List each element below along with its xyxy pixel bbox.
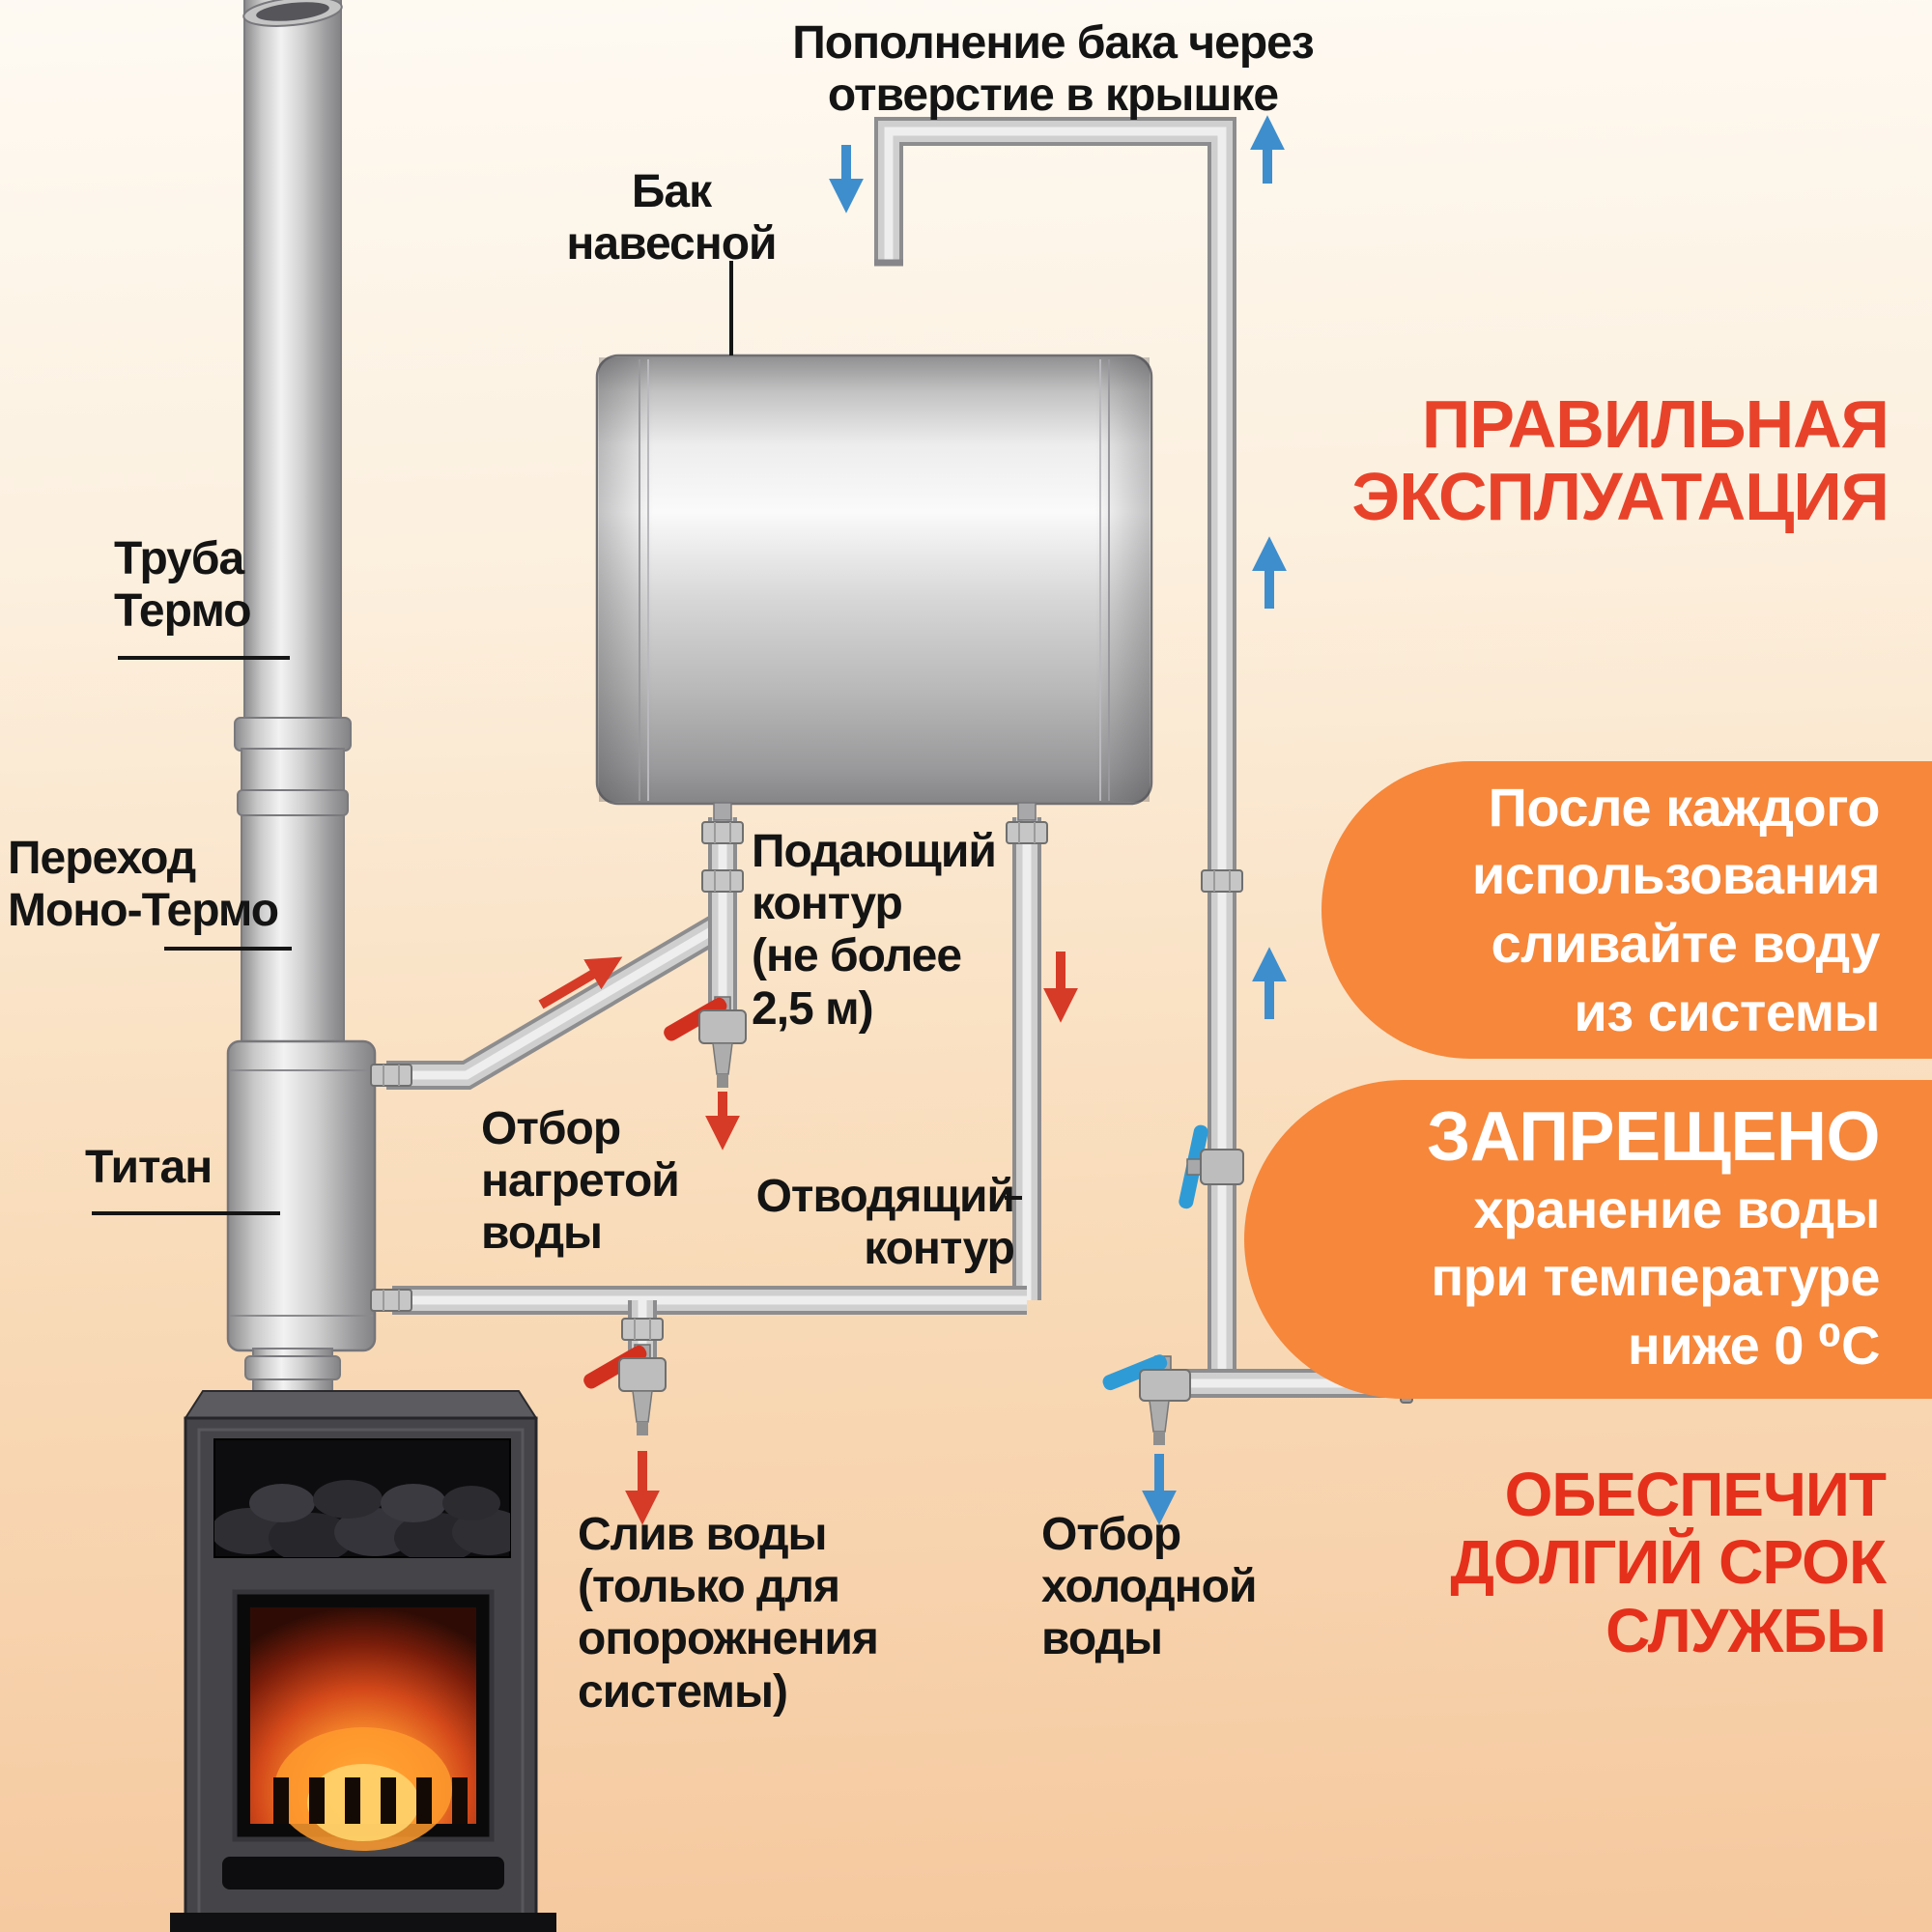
label-hot-water: Отбор нагретой воды [481, 1103, 680, 1260]
hanging-water-tank [595, 354, 1153, 821]
label-drain: Слив воды (только для опорожнения систем… [578, 1509, 879, 1718]
label-cold-water: Отбор холодной воды [1041, 1509, 1257, 1665]
drain-valve [583, 1344, 667, 1435]
grate-teeth [273, 1777, 468, 1824]
footer-long-service-life: ОБЕСПЕЧИТ ДОЛГИЙ СРОК СЛУЖБЫ [1450, 1460, 1887, 1665]
stove-stone-window [213, 1438, 511, 1558]
hot-flow-arrow-up [538, 956, 623, 1009]
label-tank: Бак навесной [566, 166, 777, 270]
tank-supply-fitting [713, 802, 732, 821]
leader-lines [92, 261, 1022, 1215]
chimney-opening [242, 0, 343, 27]
heading-correct-operation: ПРАВИЛЬНАЯ ЭКСПЛУАТАЦИЯ [1351, 386, 1889, 534]
stove-base [170, 1913, 556, 1932]
tank-return-fitting [1017, 802, 1037, 821]
label-titan: Титан [85, 1142, 213, 1193]
chimney-pipe [234, 0, 352, 1047]
label-chimney: Труба Термо [114, 533, 252, 638]
tip-bubble-text: После каждого использования сливайте вод… [1471, 776, 1881, 1042]
label-supply-circuit: Подающий контур (не более 2,5 м) [752, 826, 997, 1035]
ash-drawer-slot [222, 1857, 504, 1889]
hot-water-tap-valve [664, 996, 747, 1088]
stove-firebox [232, 1589, 495, 1851]
cold-water-tap-valve [1102, 1354, 1191, 1445]
ban-bubble-freezing: ЗАПРЕЩЕНО хранение воды при температуре … [1244, 1080, 1932, 1399]
label-return-circuit: Отводящий контур [755, 1171, 1015, 1275]
stove [170, 1390, 556, 1932]
red-valve-handle [664, 997, 727, 1041]
red-valve-handle [583, 1345, 647, 1389]
label-adapter: Переход Моно-Термо [8, 833, 279, 937]
hot-flow-arrows [538, 952, 1078, 1525]
ban-bubble-text: хранение воды при температуре ниже 0 ⁰С [1431, 1178, 1880, 1376]
label-fill-tank: Пополнение бака через отверстие в крышке [792, 17, 1314, 122]
riser-shutoff-valve [1179, 1124, 1244, 1209]
ban-bubble-title: ЗАПРЕЩЕНО [1427, 1097, 1880, 1176]
tip-bubble-drain-after-use: После каждого использования сливайте вод… [1321, 761, 1932, 1059]
titan-water-heater [226, 1039, 377, 1411]
fill-and-cold-riser-pipe [874, 117, 1236, 1381]
mono-termo-adapter [234, 717, 352, 752]
blue-valve-handle [1102, 1354, 1168, 1391]
cold-flow-arrows [829, 115, 1287, 1525]
